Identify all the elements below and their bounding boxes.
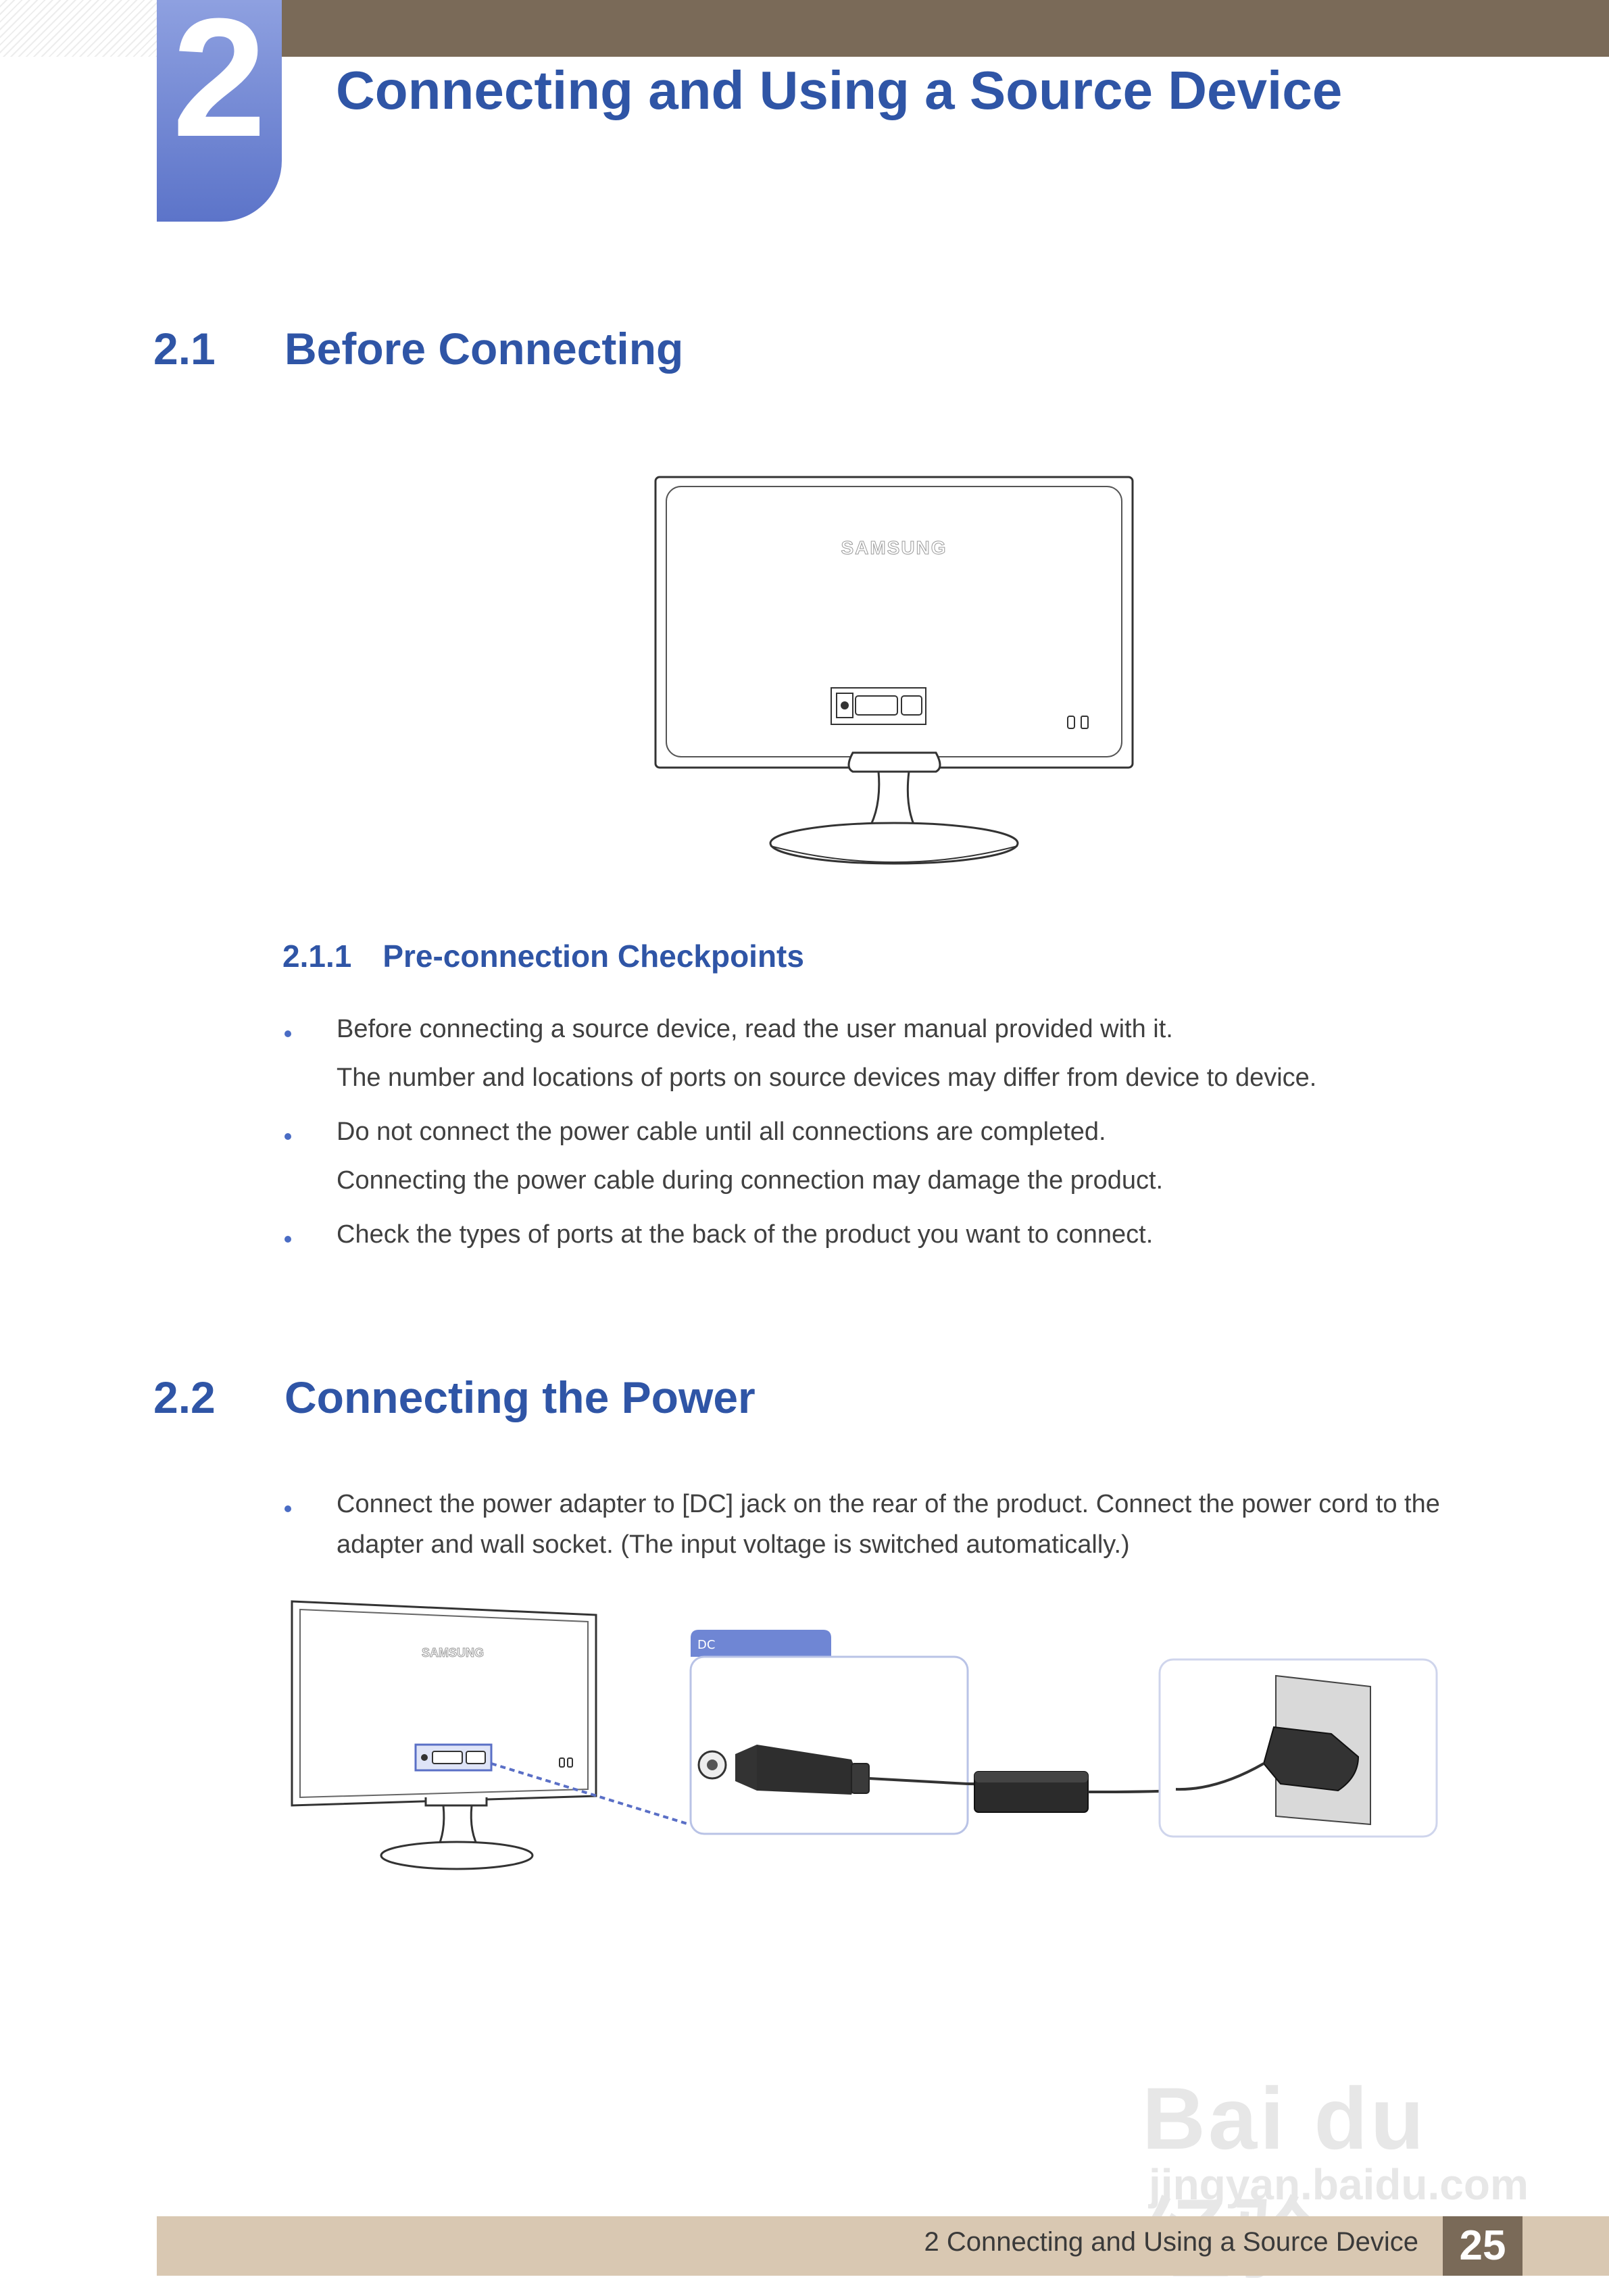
subsection-number: 2.1.1 [282, 939, 352, 974]
brand-logo: SAMSUNG [841, 537, 947, 558]
section-title: Connecting the Power [284, 1372, 756, 1422]
monitor-back-illustration: SAMSUNG [654, 476, 1134, 865]
header-bar [280, 0, 1609, 57]
page-number: 25 [1443, 2216, 1523, 2276]
chapter-number: 2 [172, 0, 267, 172]
brand-logo: SAMSUNG [422, 1646, 484, 1659]
checkpoint-item-3: Check the types of ports at the back of … [337, 1220, 1154, 1249]
section-title: Before Connecting [284, 324, 684, 374]
dc-tab-label: DC [697, 1638, 715, 1652]
chapter-title: Connecting and Using a Source Device [336, 60, 1343, 120]
section-number: 2.1 [153, 324, 216, 374]
section-number: 2.2 [153, 1372, 216, 1422]
power-connection-illustration: SAMSUNG DC [291, 1600, 1438, 1870]
subsection-heading-2-1-1: 2.1.1 Pre-connection Checkpoints [282, 938, 804, 974]
footer-chapter-text: 2 Connecting and Using a Source Device [924, 2227, 1418, 2257]
power-instruction-line-1: Connect the power adapter to [DC] jack o… [337, 1490, 1440, 1518]
checkpoint-note-1: The number and locations of ports on sou… [337, 1064, 1317, 1092]
footer-bar [157, 2216, 1609, 2276]
subsection-title: Pre-connection Checkpoints [382, 939, 804, 974]
bullet-dot [284, 1505, 291, 1512]
baidu-watermark: Bai du 经验 jingyan.baidu.com [1142, 2027, 1529, 2289]
power-instruction-line-2: adapter and wall socket. (The input volt… [337, 1530, 1130, 1559]
chapter-tab [157, 0, 282, 222]
watermark-url: jingyan.baidu.com [1149, 2160, 1529, 2209]
checkpoint-note-2: Connecting the power cable during connec… [337, 1166, 1164, 1195]
checkpoint-item-2: Do not connect the power cable until all… [337, 1118, 1106, 1146]
bullet-dot [284, 1133, 291, 1140]
header-hatch-pattern [0, 0, 157, 57]
watermark-logo-text: Bai du 经验 [1142, 2069, 1427, 2289]
checkpoint-item-1: Before connecting a source device, read … [337, 1015, 1173, 1043]
bullet-dot [284, 1030, 291, 1037]
bullet-dot [284, 1236, 291, 1243]
